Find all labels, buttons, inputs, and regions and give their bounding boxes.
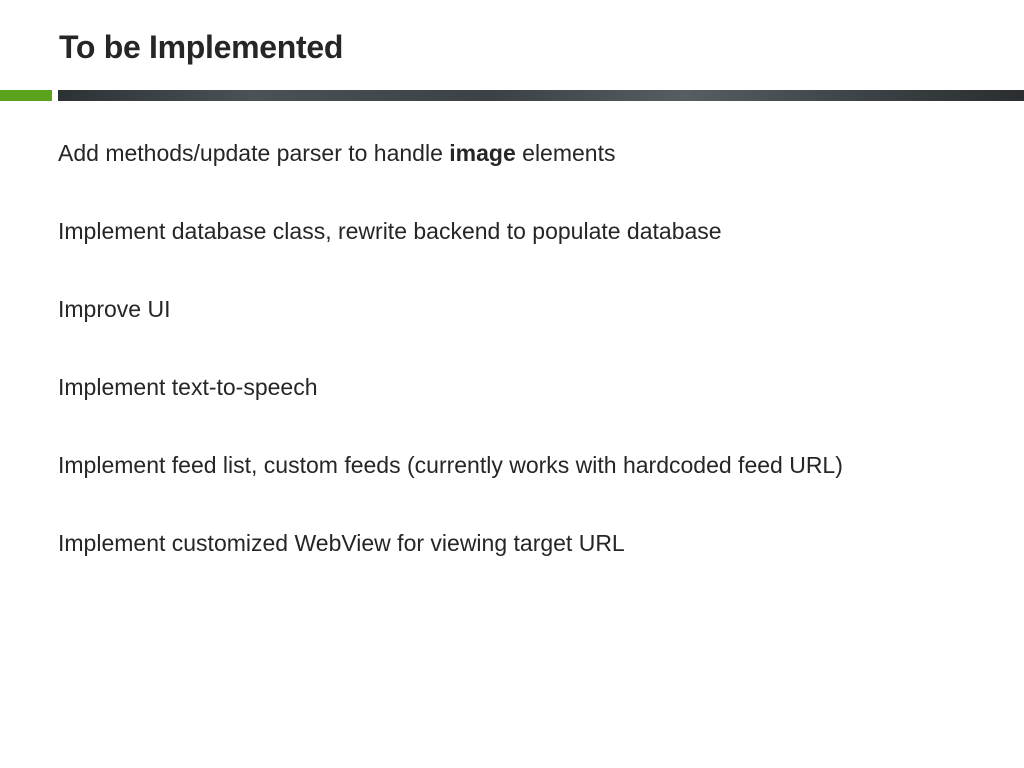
accent-bar xyxy=(0,90,52,101)
bullet-item-database: Implement database class, rewrite backen… xyxy=(58,218,722,244)
bullet-item-tts: Implement text-to-speech xyxy=(58,374,318,400)
bullet-item-parser: Add methods/update parser to handle imag… xyxy=(58,134,1008,172)
bullet-item-ui: Improve UI xyxy=(58,296,171,322)
bullet-list: Add methods/update parser to handle imag… xyxy=(58,134,1008,602)
bullet-text-post: elements xyxy=(515,140,616,166)
title-rule xyxy=(58,90,1024,101)
bullet-text-pre: Add methods/update parser to handle xyxy=(58,140,450,166)
slide-title: To be Implemented xyxy=(59,29,344,65)
bullet-text-bold: image xyxy=(449,140,516,166)
bullet-item-webview: Implement customized WebView for viewing… xyxy=(58,530,625,556)
bullet-item-feeds: Implement feed list, custom feeds (curre… xyxy=(58,452,843,478)
